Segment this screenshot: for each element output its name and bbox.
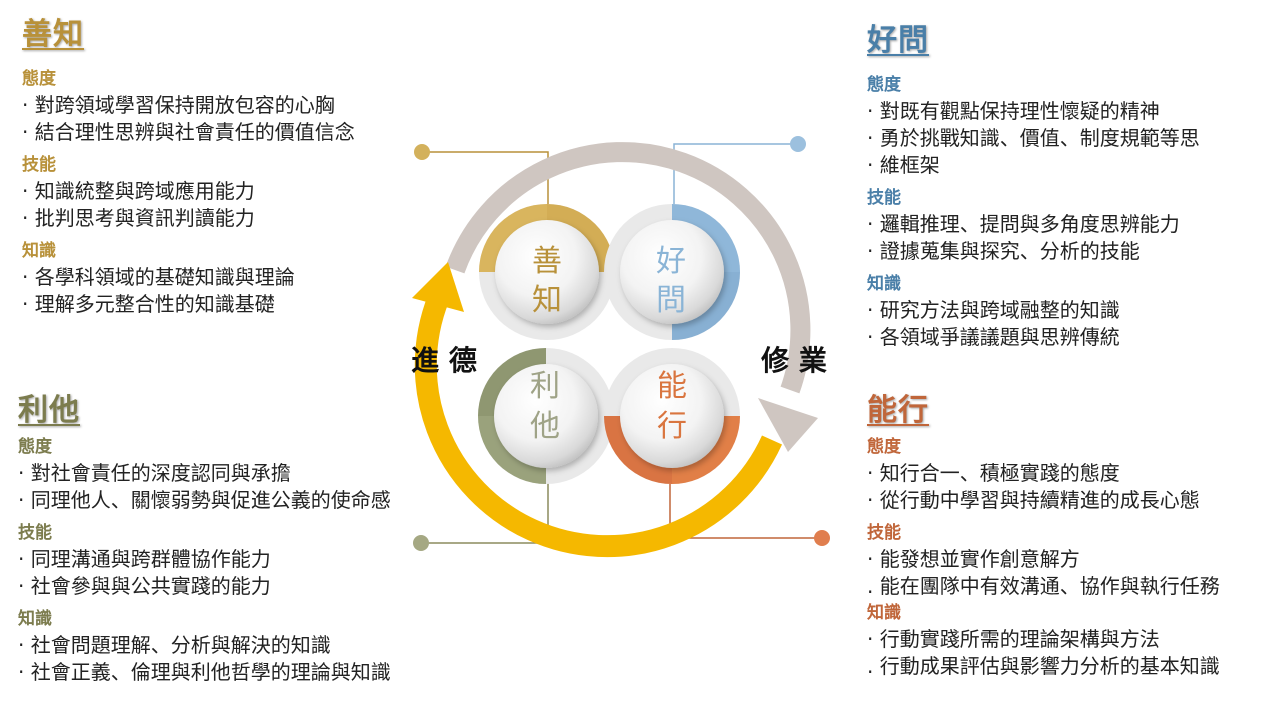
knowledge-item: 社會正義、倫理與利他哲學的理論與知識	[18, 659, 438, 686]
skill-item: 社會參與與公共實踐的能力	[18, 573, 438, 600]
label-xiuye: 修 業	[760, 344, 827, 377]
knowledge-item: 理解多元整合性的知識基礎	[22, 291, 412, 318]
attitude-item: 對社會責任的深度認同與承擔	[18, 460, 438, 487]
cycle-arrow-gray	[445, 142, 811, 394]
attitude-item: 同理他人、關懷弱勢與促進公義的使命感	[18, 487, 438, 514]
skill-item: 能在團隊中有效溝通、協作與執行任務	[867, 573, 1275, 600]
panel-title-lita: 利他	[18, 393, 80, 428]
attitude-item: 對既有觀點保持理性懷疑的精神	[867, 98, 1257, 125]
connector-dot-nengxing	[814, 530, 830, 546]
panel-nengxing: 能行 態度 知行合一、積極實踐的態度 從行動中學習與持續精進的成長心態 技能 能…	[867, 392, 1275, 680]
connector-dot-shanzhi	[414, 144, 430, 160]
knowledge-item: 行動成果評估與影響力分析的基本知識	[867, 653, 1275, 680]
pearl-lita	[494, 364, 598, 468]
pearl-nengxing	[620, 364, 724, 468]
attitude-item-continued: 維框架	[867, 152, 1257, 179]
knowledge-item: 行動實踐所需的理論架構與方法	[867, 626, 1275, 653]
circle-shanzhi-char1: 善	[532, 244, 562, 279]
cycle-arrowhead-yellow	[412, 262, 464, 312]
skill-label: 技能	[22, 155, 56, 175]
circle-haowen-char2: 問	[656, 283, 686, 318]
connector-dot-haowen	[790, 136, 806, 152]
attitude-item: 對跨領域學習保持開放包容的心胸	[22, 92, 412, 119]
knowledge-item: 各領域爭議議題與思辨傳統	[867, 324, 1257, 351]
knowledge-item: 研究方法與跨域融整的知識	[867, 297, 1257, 324]
connector-shanzhi	[422, 151, 549, 210]
attitude-label: 態度	[867, 75, 901, 95]
circle-nengxing-char2: 行	[657, 409, 687, 444]
attitude-label: 態度	[22, 69, 56, 89]
circle-lita-char1: 利	[530, 369, 560, 404]
attitude-item: 從行動中學習與持續精進的成長心態	[867, 487, 1275, 514]
circle-lita-char2: 他	[530, 409, 560, 444]
attitude-label: 態度	[867, 437, 901, 457]
circle-haowen-char1: 好	[656, 244, 686, 279]
knowledge-item: 社會問題理解、分析與解決的知識	[18, 632, 438, 659]
panel-title-shanzhi: 善知	[22, 17, 84, 52]
knowledge-label: 知識	[867, 603, 901, 623]
skill-item: 證據蒐集與探究、分析的技能	[867, 238, 1257, 265]
attitude-item: 結合理性思辨與社會責任的價值信念	[22, 119, 412, 146]
skill-label: 技能	[18, 523, 52, 543]
skill-label: 技能	[867, 523, 901, 543]
attitude-item: 知行合一、積極實踐的態度	[867, 460, 1275, 487]
knowledge-label: 知識	[867, 274, 901, 294]
circle-shanzhi-char2: 知	[532, 283, 562, 318]
skill-item: 知識統整與跨域應用能力	[22, 178, 412, 205]
label-jinde: 進 德	[411, 344, 477, 377]
panel-haowen: 好問 態度 對既有觀點保持理性懷疑的精神 勇於挑戰知識、價值、制度規範等思 維框…	[867, 22, 1257, 351]
pearl-shanzhi	[495, 220, 599, 324]
skill-item: 邏輯推理、提問與多角度思辨能力	[867, 211, 1257, 238]
knowledge-item: 各學科領域的基礎知識與理論	[22, 264, 412, 291]
panel-title-nengxing: 能行	[867, 393, 929, 428]
knowledge-label: 知識	[22, 241, 56, 261]
circle-nengxing-char1: 能	[657, 369, 687, 404]
panel-title-haowen: 好問	[867, 23, 929, 58]
pearl-haowen	[620, 220, 724, 324]
panel-shanzhi: 善知 態度 對跨領域學習保持開放包容的心胸 結合理性思辨與社會責任的價值信念 技…	[22, 16, 412, 318]
attitude-label: 態度	[18, 437, 52, 457]
connector-haowen	[673, 143, 798, 210]
panel-lita: 利他 態度 對社會責任的深度認同與承擔 同理他人、關懷弱勢與促進公義的使命感 技…	[18, 392, 438, 686]
skill-label: 技能	[867, 188, 901, 208]
skill-item: 同理溝通與跨群體協作能力	[18, 546, 438, 573]
cycle-arrow-yellow	[414, 285, 783, 558]
knowledge-label: 知識	[18, 609, 52, 629]
skill-item: 批判思考與資訊判讀能力	[22, 205, 412, 232]
attitude-item: 勇於挑戰知識、價值、制度規範等思	[867, 125, 1257, 152]
cycle-arrowhead-gray	[758, 398, 818, 452]
skill-item: 能發想並實作創意解方	[867, 546, 1275, 573]
